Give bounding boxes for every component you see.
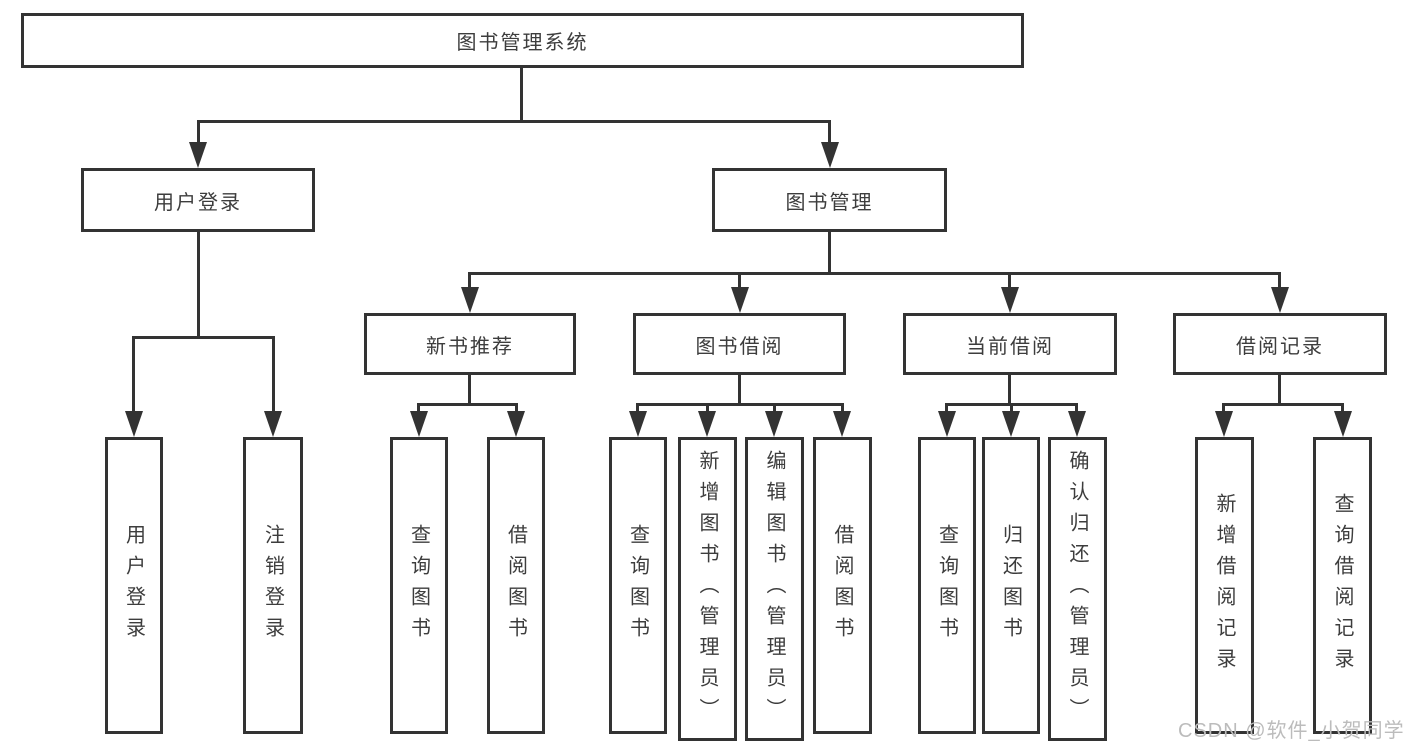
leaf-query-books-borrow: 查询图书 (609, 437, 667, 734)
node-user-login: 用户登录 (81, 168, 315, 232)
connector-stem (468, 375, 471, 406)
connector-drop-leaf (1010, 403, 1013, 415)
node-current-borrow-label: 当前借阅 (966, 335, 1054, 358)
leaf-label: 新增借阅记录 (1213, 492, 1235, 679)
connector-book-mgmt-stem (828, 232, 831, 274)
leaf-label: 查询借阅记录 (1331, 492, 1353, 679)
connector-drop-level3 (1008, 272, 1011, 290)
connector-user-login-stem (197, 232, 200, 339)
leaf-logout: 注销登录 (243, 437, 303, 734)
connector-drop-leaf (132, 336, 135, 413)
connector-book-mgmt-bus (468, 272, 1281, 275)
arrow-down-icon (629, 411, 647, 437)
connector-drop-leaf (773, 403, 776, 415)
connector-drop-leaf (636, 403, 639, 415)
leaf-label: 确认归还（管理员） (1066, 449, 1088, 729)
leaf-label: 用户登录 (122, 523, 145, 648)
leaf-query-books-current: 查询图书 (918, 437, 976, 734)
leaf-edit-books-admin: 编辑图书（管理员） (745, 437, 804, 741)
connector-drop-leaf (515, 403, 518, 415)
connector-stem (1008, 375, 1011, 406)
leaf-label: 归还图书 (999, 523, 1022, 648)
leaf-borrow-books-recommend: 借阅图书 (487, 437, 545, 734)
connector-stem (1278, 375, 1281, 406)
leaf-label: 查询图书 (626, 523, 649, 648)
arrow-down-icon (1271, 287, 1289, 313)
arrow-down-icon (1334, 411, 1352, 437)
node-root-label: 图书管理系统 (456, 32, 589, 54)
connector-stem (738, 375, 741, 406)
arrow-down-icon (410, 411, 428, 437)
connector-bus (1222, 403, 1344, 406)
arrow-down-icon (731, 287, 749, 313)
connector-drop-leaf (1075, 403, 1078, 415)
connector-drop-level3 (1278, 272, 1281, 290)
leaf-label: 新增图书（管理员） (696, 449, 718, 729)
leaf-label: 借阅图书 (504, 523, 527, 648)
node-book-borrow: 图书借阅 (633, 313, 846, 375)
leaf-return-books: 归还图书 (982, 437, 1040, 734)
leaf-query-borrow-record: 查询借阅记录 (1313, 437, 1372, 734)
node-borrow-records-label: 借阅记录 (1236, 335, 1324, 358)
connector-bus (417, 403, 518, 406)
arrow-down-icon (821, 142, 839, 168)
node-user-login-label: 用户登录 (154, 191, 242, 214)
leaf-confirm-return-admin: 确认归还（管理员） (1048, 437, 1107, 741)
node-root: 图书管理系统 (21, 13, 1024, 68)
arrow-down-icon (264, 411, 282, 437)
arrow-down-icon (1002, 411, 1020, 437)
connector-drop-leaf (272, 336, 275, 413)
connector-drop-level3 (468, 272, 471, 290)
connector-root-bus (197, 120, 831, 123)
connector-bus (636, 403, 844, 406)
node-book-management: 图书管理 (712, 168, 947, 232)
arrow-down-icon (765, 411, 783, 437)
connector-drop-leaf (945, 403, 948, 415)
leaf-borrow-books: 借阅图书 (813, 437, 872, 734)
leaf-label: 注销登录 (261, 523, 284, 648)
leaf-add-books-admin: 新增图书（管理员） (678, 437, 737, 741)
leaf-add-borrow-record: 新增借阅记录 (1195, 437, 1254, 734)
connector-root-stem (520, 68, 523, 122)
leaf-user-login: 用户登录 (105, 437, 163, 734)
connector-drop-leaf (841, 403, 844, 415)
node-current-borrow: 当前借阅 (903, 313, 1117, 375)
arrow-down-icon (461, 287, 479, 313)
arrow-down-icon (1001, 287, 1019, 313)
leaf-label: 查询图书 (407, 523, 430, 648)
arrow-down-icon (1215, 411, 1233, 437)
leaf-label: 借阅图书 (831, 523, 853, 648)
connector-drop-leaf (1222, 403, 1225, 415)
connector-drop-book-mgmt (828, 120, 831, 146)
node-new-book-recommend: 新书推荐 (364, 313, 576, 375)
arrow-down-icon (507, 411, 525, 437)
connector-drop-leaf (1341, 403, 1344, 415)
connector-drop-leaf (417, 403, 420, 415)
node-book-borrow-label: 图书借阅 (695, 335, 784, 358)
node-book-management-label: 图书管理 (785, 191, 874, 214)
connector-drop-user-login (197, 120, 200, 146)
node-borrow-records: 借阅记录 (1173, 313, 1387, 375)
arrow-down-icon (1068, 411, 1086, 437)
csdn-watermark: CSDN @软件_小贺同学 (1178, 720, 1405, 742)
connector-drop-level3 (738, 272, 741, 290)
connector-user-login-bus (132, 336, 275, 339)
arrow-down-icon (938, 411, 956, 437)
arrow-down-icon (125, 411, 143, 437)
node-new-book-recommend-label: 新书推荐 (426, 335, 514, 358)
connector-drop-leaf (706, 403, 709, 415)
leaf-label: 编辑图书（管理员） (763, 449, 785, 729)
arrow-down-icon (189, 142, 207, 168)
arrow-down-icon (698, 411, 716, 437)
arrow-down-icon (833, 411, 851, 437)
leaf-query-books-recommend: 查询图书 (390, 437, 448, 734)
leaf-label: 查询图书 (935, 523, 958, 648)
